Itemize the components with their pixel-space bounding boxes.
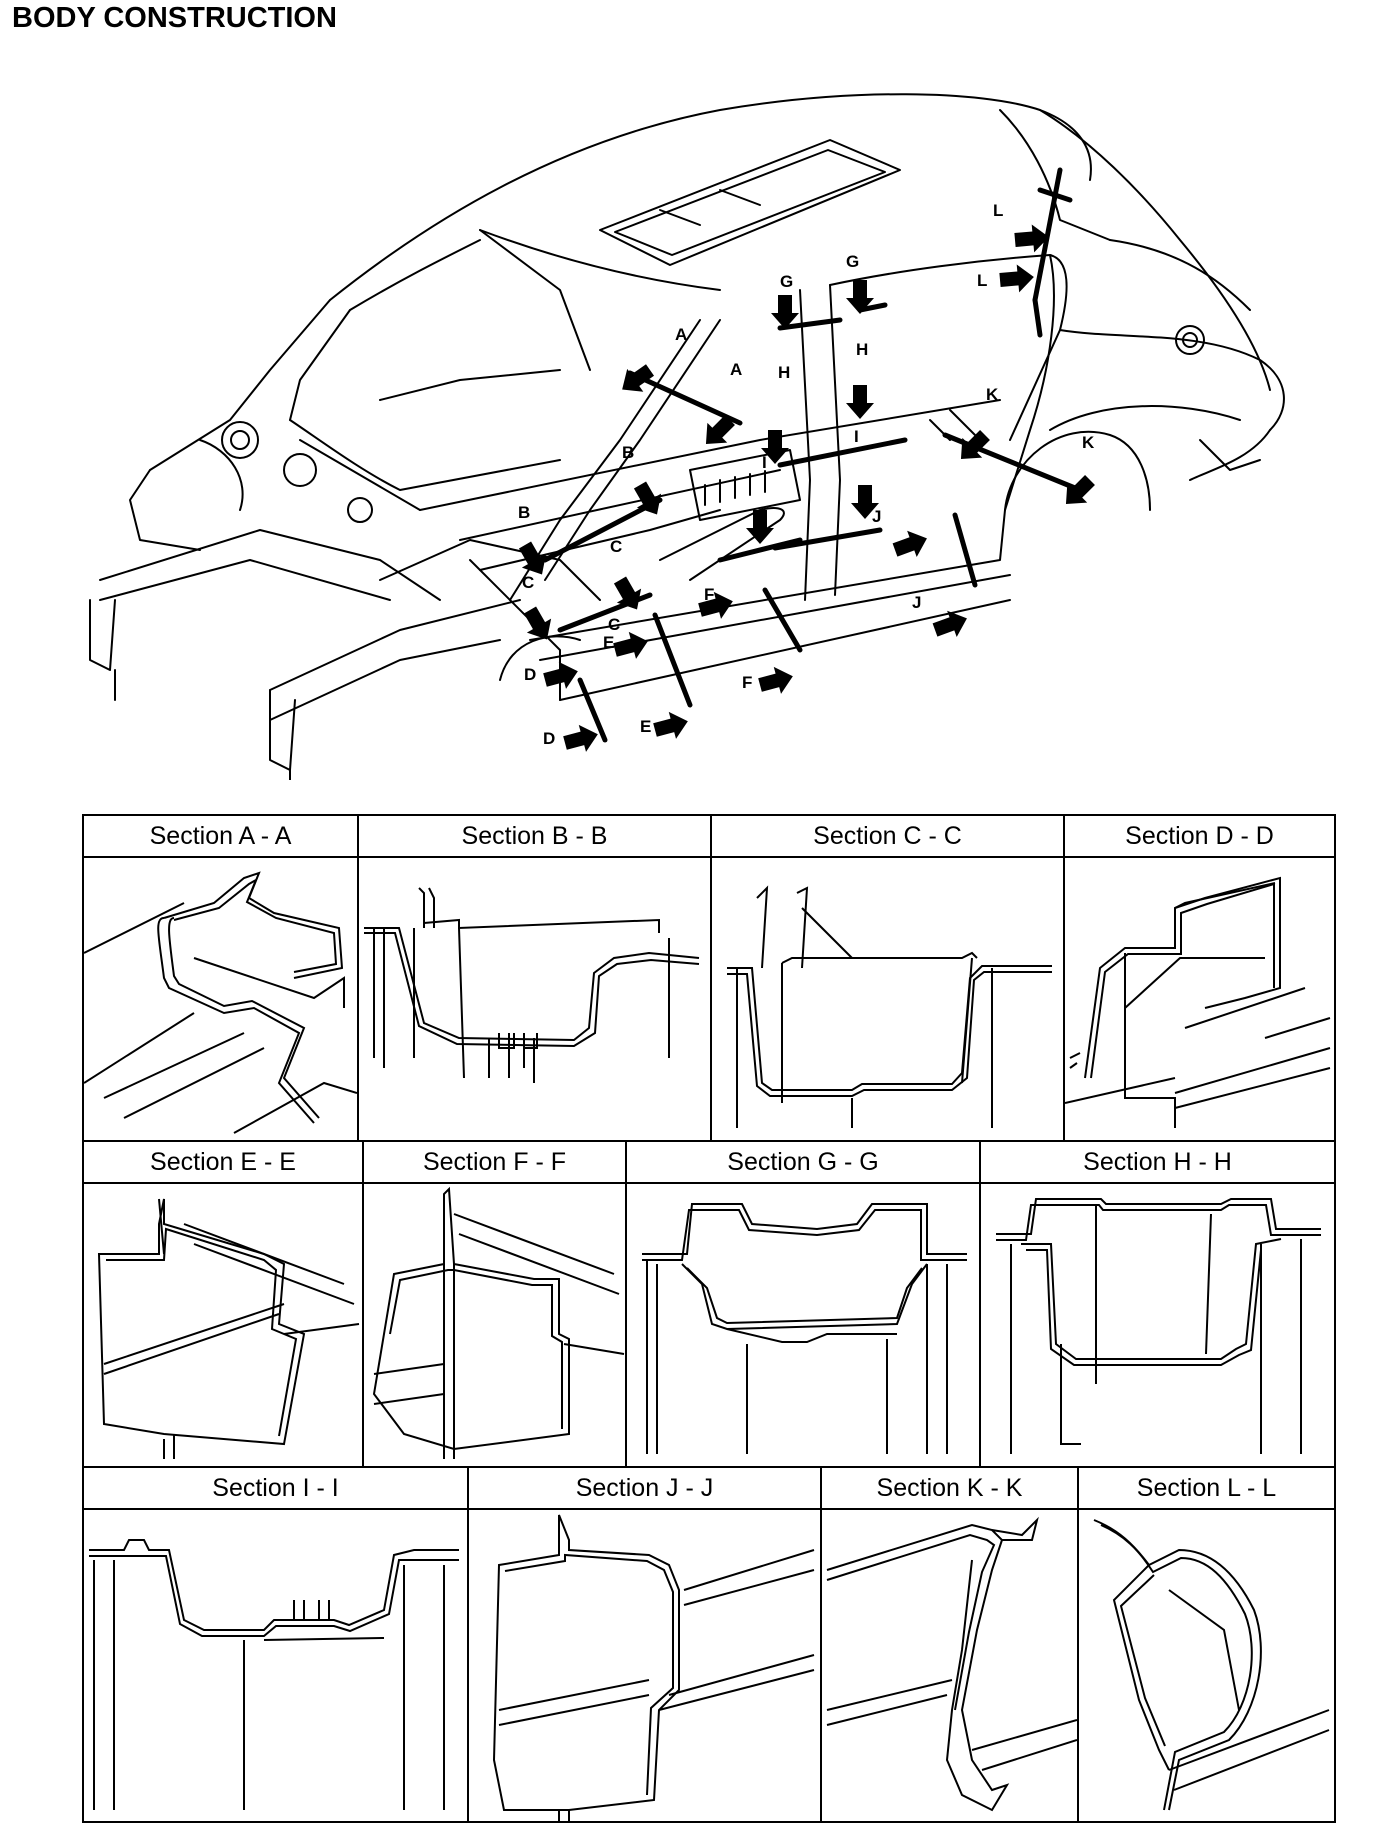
callout-c2: C <box>522 573 534 592</box>
section-c-drawing <box>727 885 1052 1128</box>
callout-f2: F <box>742 673 752 692</box>
arrow-j1 <box>890 525 932 564</box>
section-i: Section I - I <box>84 1468 469 1823</box>
callout-l1: L <box>993 201 1003 220</box>
section-k-drawing <box>826 1516 1077 1812</box>
sections-grid: Section A - A Section B - B <box>82 814 1336 1823</box>
row-divider <box>84 1466 1334 1468</box>
callout-b2: B <box>518 503 530 522</box>
section-a-drawing <box>84 871 357 1134</box>
callout-d2: D <box>543 729 555 748</box>
arrow-e2 <box>651 707 692 744</box>
callout-i2: I <box>854 427 859 446</box>
callout-h1: H <box>778 363 790 382</box>
callout-e2: E <box>640 717 651 736</box>
section-g-drawing <box>642 1203 967 1454</box>
section-a: Section A - A <box>84 816 359 1140</box>
section-d-drawing <box>1065 876 1331 1128</box>
section-label: Section B - B <box>359 816 710 858</box>
callout-g1: G <box>780 272 793 291</box>
section-k: Section K - K <box>822 1468 1079 1823</box>
section-label: Section G - G <box>627 1142 979 1184</box>
callout-g2: G <box>846 252 859 271</box>
arrow-h2 <box>846 385 874 419</box>
callout-e1: E <box>603 633 614 652</box>
section-label: Section L - L <box>1079 1468 1334 1510</box>
sections-row-2: Section E - E Section F - F <box>84 1142 1334 1466</box>
section-label: Section H - H <box>981 1142 1334 1184</box>
callout-j1: J <box>872 507 881 526</box>
section-d: Section D - D <box>1065 816 1334 1140</box>
section-b: Section B - B <box>359 816 712 1140</box>
section-label: Section C - C <box>712 816 1063 858</box>
callout-a1: A <box>675 325 687 344</box>
arrow-l2 <box>998 263 1036 294</box>
section-label: Section J - J <box>469 1468 820 1510</box>
section-f-drawing <box>372 1186 625 1459</box>
section-label: Section D - D <box>1065 816 1334 858</box>
section-b-drawing <box>364 887 700 1083</box>
callout-f1: F <box>704 585 714 604</box>
callout-k2: K <box>1082 433 1095 452</box>
arrow-a2 <box>696 410 740 454</box>
section-label: Section I - I <box>84 1468 467 1510</box>
section-l: Section L - L <box>1079 1468 1334 1823</box>
section-label: Section E - E <box>84 1142 362 1184</box>
section-l-drawing <box>1093 1519 1330 1811</box>
section-j: Section J - J <box>469 1468 822 1823</box>
section-g: Section G - G <box>627 1142 981 1466</box>
section-label: Section K - K <box>822 1468 1077 1510</box>
section-label: Section F - F <box>364 1142 625 1184</box>
arrow-d2 <box>561 720 602 757</box>
section-e-drawing <box>97 1198 360 1459</box>
section-label: Section A - A <box>84 816 357 858</box>
arrow-k2 <box>1056 470 1100 514</box>
body-construction-diagram: A A B B C C C D D E E F F G G H H I I J … <box>89 93 1285 780</box>
section-e: Section E - E <box>84 1142 364 1466</box>
callout-b1: B <box>622 443 634 462</box>
callout-h2: H <box>856 340 868 359</box>
callout-c1: C <box>610 537 622 556</box>
callout-c3: C <box>608 615 620 634</box>
callout-k1: K <box>986 385 999 404</box>
section-j-drawing <box>492 1514 815 1821</box>
page-title: BODY CONSTRUCTION <box>12 2 337 34</box>
arrow-f2 <box>756 662 797 699</box>
callout-i1: I <box>762 453 767 472</box>
section-c: Section C - C <box>712 816 1065 1140</box>
callout-d1: D <box>524 665 536 684</box>
callout-j2: J <box>912 593 921 612</box>
section-h: Section H - H <box>981 1142 1334 1466</box>
arrow-d1 <box>541 657 582 694</box>
sections-row-1: Section A - A Section B - B <box>84 816 1334 1140</box>
callout-l2: L <box>977 271 987 290</box>
sections-row-3: Section I - I Section J - J <box>84 1468 1334 1823</box>
section-h-drawing <box>996 1198 1321 1454</box>
section-i-drawing <box>89 1539 459 1810</box>
callout-a2: A <box>730 360 742 379</box>
section-f: Section F - F <box>364 1142 627 1466</box>
row-divider <box>84 1140 1334 1142</box>
